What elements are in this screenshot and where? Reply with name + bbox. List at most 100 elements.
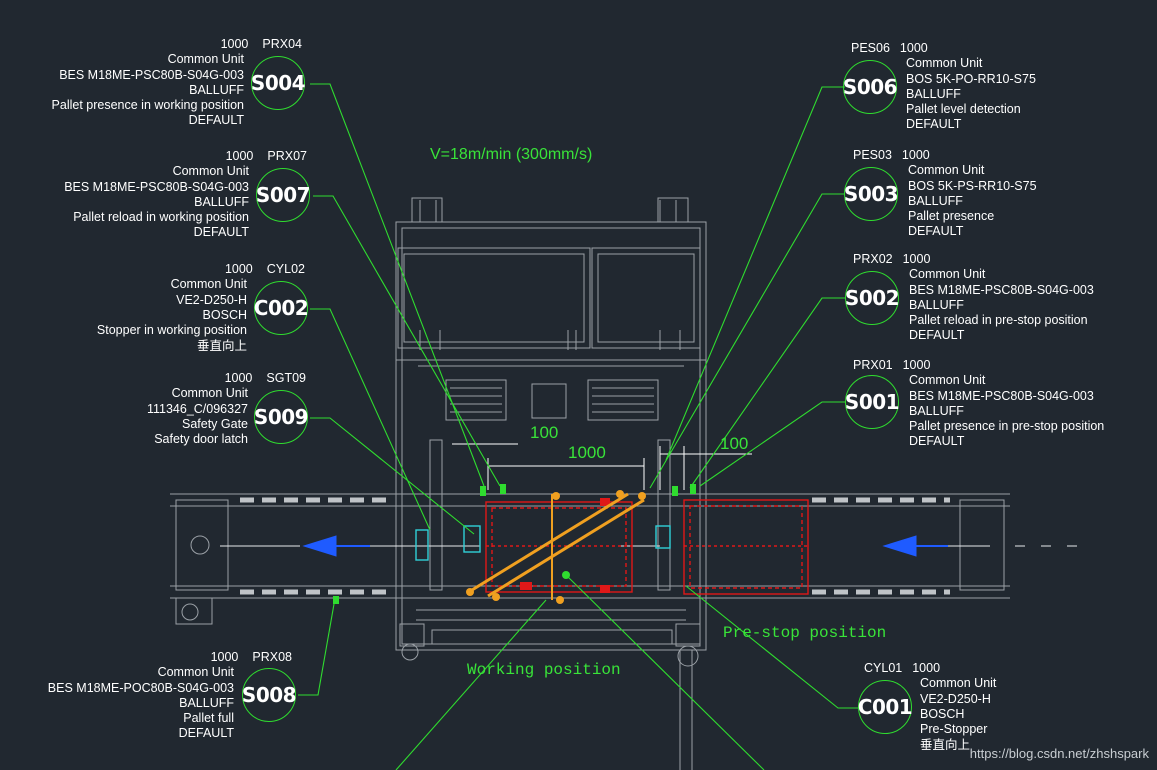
callout-c002-bubble: C002 <box>254 281 309 335</box>
flow-arrow-right <box>882 535 948 557</box>
manufacturer: BALLUFF <box>194 194 249 209</box>
callout-s008-text: 1000 PRX08 Common Unit BES M18ME-POC80B-S… <box>47 650 292 742</box>
manufacturer: BALLUFF <box>909 297 964 312</box>
qty: 1000 <box>220 37 249 51</box>
callout-c002-text: 1000 CYL02 Common Unit VE2-D250-H BOSCH S… <box>96 262 305 354</box>
qty: 1000 <box>224 371 253 385</box>
description: Pallet level detection <box>906 102 1021 117</box>
prestop-position-label: Pre-stop position <box>723 624 887 642</box>
unit: Common Unit <box>909 267 986 282</box>
manufacturer: BALLUFF <box>906 86 961 101</box>
pallet-working <box>485 501 633 593</box>
note: DEFAULT <box>909 434 965 449</box>
part-number: VE2-D250-H <box>920 691 991 706</box>
callout-c001-bubble: C001 <box>858 680 913 734</box>
callout-s002-text: PRX02 1000 Common Unit BES M18ME-PSC80B-S… <box>853 252 1094 344</box>
callout-s007-bubble: S007 <box>256 168 311 222</box>
device-code: CYL02 <box>266 262 305 276</box>
description: Pallet reload in working position <box>73 210 249 225</box>
description: Pallet reload in pre-stop position <box>909 313 1088 328</box>
flow-arrow-left <box>302 535 370 557</box>
manufacturer: Safety Gate <box>181 416 248 431</box>
part-number: BES M18ME-PSC80B-S04G-003 <box>64 179 249 194</box>
working-position-label: Working position <box>467 661 621 679</box>
qty: 1000 <box>899 41 928 55</box>
cyan-sensors <box>415 525 671 561</box>
device-code: PRX07 <box>267 149 307 163</box>
note: DEFAULT <box>908 224 964 239</box>
pallet-markers <box>520 498 610 593</box>
qty: 1000 <box>224 262 253 276</box>
unit: Common Unit <box>167 52 244 67</box>
unit: Common Unit <box>906 56 983 71</box>
unit: Common Unit <box>920 676 997 691</box>
device-code: PES06 <box>851 41 890 55</box>
qty: 1000 <box>210 650 239 664</box>
pallet-prestop <box>683 499 809 595</box>
part-number: 111346_C/096327 <box>146 401 248 416</box>
callout-s008-bubble: S008 <box>242 668 297 722</box>
note: DEFAULT <box>193 225 249 240</box>
dimension-lines <box>452 443 752 490</box>
note: DEFAULT <box>906 117 962 132</box>
device-code: PRX04 <box>262 37 302 51</box>
manufacturer: BALLUFF <box>179 695 234 710</box>
note: DEFAULT <box>188 113 244 128</box>
part-number: BES M18ME-POC80B-S04G-003 <box>47 680 234 695</box>
qty: 1000 <box>225 149 254 163</box>
unit: Common Unit <box>157 665 234 680</box>
part-number: VE2-D250-H <box>176 292 247 307</box>
unit: Common Unit <box>909 373 986 388</box>
callout-s009-text: 1000 SGT09 Common Unit 111346_C/096327 Sa… <box>146 371 306 447</box>
qty: 1000 <box>902 252 931 266</box>
speed-label: V=18m/min (300mm/s) <box>430 146 593 163</box>
manufacturer: BOSCH <box>202 307 247 322</box>
callout-s004-bubble: S004 <box>251 56 306 110</box>
watermark: https://blog.csdn.net/zhshspark <box>969 746 1149 761</box>
rail-dashes <box>240 497 950 595</box>
alignment-bars <box>471 492 645 600</box>
part-number: BES M18ME-PSC80B-S04G-003 <box>909 388 1094 403</box>
note: 垂直向上 <box>920 737 971 753</box>
device-code: PRX08 <box>252 650 292 664</box>
qty: 1000 <box>912 661 941 675</box>
description: Safety door latch <box>154 432 248 447</box>
conveyor-rails <box>170 493 1010 625</box>
description: Pallet presence in pre-stop position <box>909 419 1105 434</box>
note: DEFAULT <box>909 328 965 343</box>
unit: Common Unit <box>170 277 247 292</box>
callout-s002-bubble: S002 <box>845 271 900 325</box>
manufacturer: BALLUFF <box>908 193 963 208</box>
device-code: PES03 <box>853 148 892 162</box>
manufacturer: BALLUFF <box>909 403 964 418</box>
unit: Common Unit <box>171 386 248 401</box>
manufacturer: BALLUFF <box>189 82 244 97</box>
machine-frame <box>395 197 707 770</box>
part-number: BES M18ME-PSC80B-S04G-003 <box>909 282 1094 297</box>
description: Stopper in working position <box>96 323 247 338</box>
unit: Common Unit <box>908 163 985 178</box>
alignment-pins <box>466 490 646 604</box>
dimension-1000: 1000 <box>568 443 606 462</box>
device-code: PRX01 <box>853 358 893 372</box>
description: Pallet presence <box>908 209 995 224</box>
description: Pallet presence in working position <box>51 98 244 113</box>
device-code: SGT09 <box>266 371 306 385</box>
callout-s009-bubble: S009 <box>254 390 309 444</box>
note: 垂直向上 <box>196 338 247 354</box>
part-number: BOS 5K-PS-RR10-S75 <box>908 178 1037 193</box>
note: DEFAULT <box>178 726 234 741</box>
device-code: PRX02 <box>853 252 893 266</box>
device-code: CYL01 <box>864 661 903 675</box>
description: Pre-Stopper <box>920 722 988 737</box>
callout-s003-bubble: S003 <box>844 167 899 221</box>
leader-lines <box>298 83 858 770</box>
callout-s006-bubble: S006 <box>843 60 898 114</box>
